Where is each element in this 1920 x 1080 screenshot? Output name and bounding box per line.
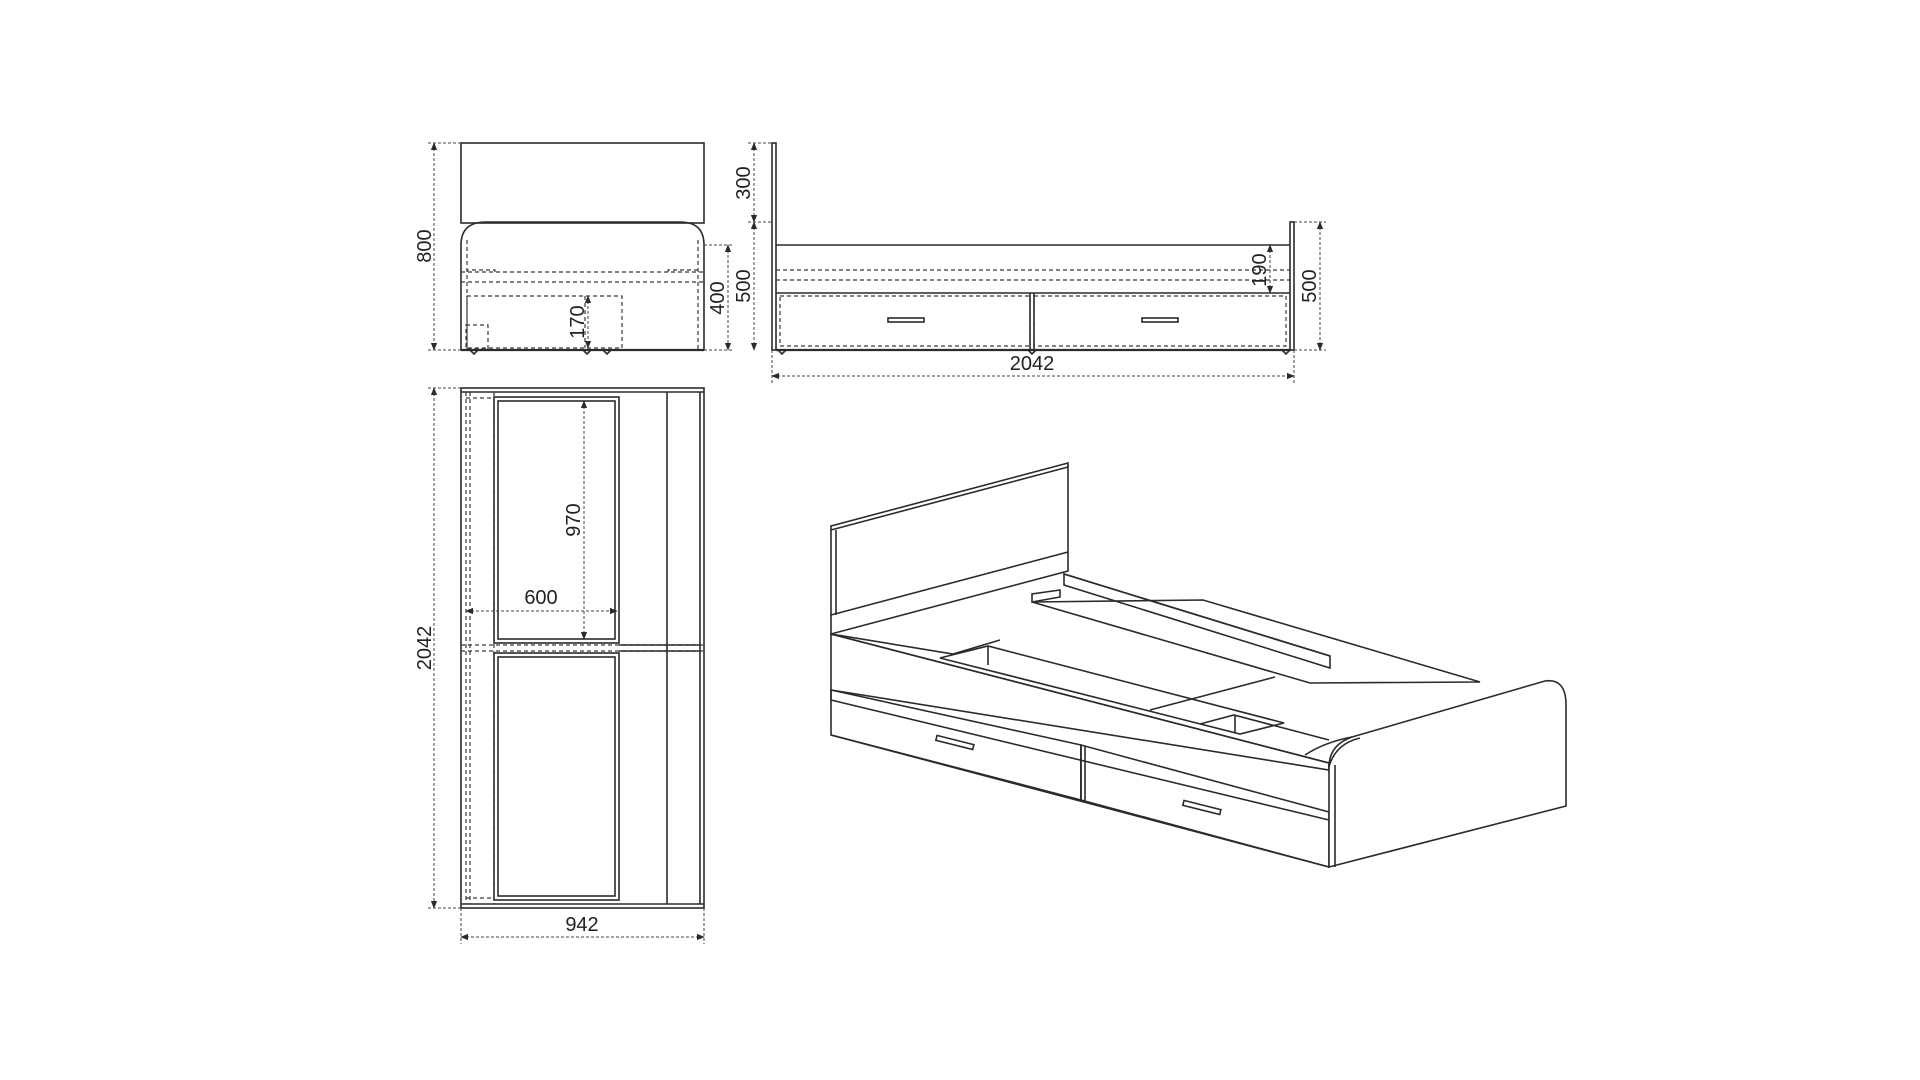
side-view: 300 500 190 500 2042: [733, 142, 1326, 384]
handle-1: [887, 317, 925, 323]
iso-handle-2: [1181, 799, 1222, 816]
iso-headboard: [830, 465, 1069, 617]
isometric-view: [830, 461, 1567, 869]
dim-label-600: 600: [524, 587, 557, 609]
dim-label-190: 190: [1249, 253, 1271, 286]
foot-post: [1289, 221, 1295, 351]
dim-label-170: 170: [567, 305, 589, 338]
top-drawer-upper: [493, 396, 620, 644]
front-view: 800 400 170: [414, 142, 734, 356]
dim-label-800: 800: [414, 229, 436, 262]
iso-footboard: [1328, 679, 1567, 869]
top-view: 970 600 2042 942: [414, 387, 705, 944]
dim-label-300: 300: [733, 166, 755, 199]
dim-label-500-left: 500: [733, 269, 755, 302]
drawer-hidden: [466, 295, 623, 349]
side-drawer-1: [779, 295, 1031, 347]
foot-board-outline: [460, 221, 705, 351]
dim-label-400: 400: [707, 281, 729, 314]
head-post: [771, 142, 777, 351]
top-outline: [460, 387, 705, 909]
iso-handle-1: [934, 734, 975, 751]
dim-label-942: 942: [565, 914, 598, 936]
dim-label-970: 970: [563, 503, 585, 536]
dim-label-2042-top: 2042: [414, 626, 436, 671]
top-drawer-lower: [493, 652, 620, 901]
side-drawer-2: [1033, 295, 1287, 347]
dim-label-500-right: 500: [1299, 269, 1321, 302]
handle-2: [1141, 317, 1179, 323]
headboard-panel: [460, 142, 705, 224]
dim-label-2042-side: 2042: [1010, 353, 1055, 375]
